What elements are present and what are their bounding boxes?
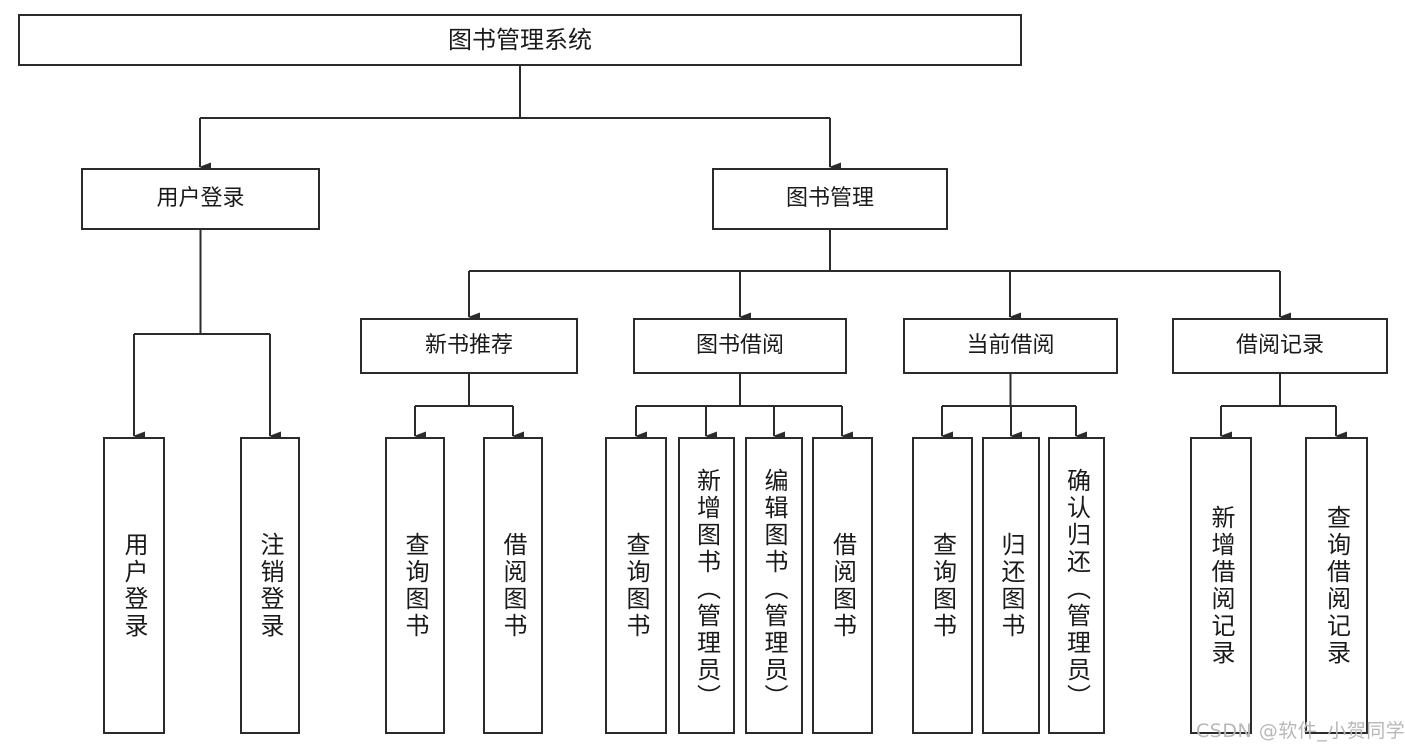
node-book-manage-label: 图书管理 xyxy=(785,185,874,211)
node-leaf-query-book-2[interactable]: 查询图书 xyxy=(605,437,667,734)
node-leaf-borrow-book-2-label: 借阅图书 xyxy=(828,531,857,640)
node-leaf-confirm-return[interactable]: 确认归还（管理员） xyxy=(1048,437,1105,734)
node-root-label: 图书管理系统 xyxy=(448,25,592,54)
node-leaf-confirm-return-label: 确认归还（管理员） xyxy=(1062,468,1091,711)
node-current-borrow-label: 当前借阅 xyxy=(966,332,1055,358)
node-leaf-return-book-label: 归还图书 xyxy=(997,531,1025,640)
node-new-book-rec[interactable]: 新书推荐 xyxy=(360,318,578,374)
node-leaf-add-book[interactable]: 新增图书（管理员） xyxy=(678,437,735,734)
node-user-login-label: 用户登录 xyxy=(156,185,245,211)
node-current-borrow[interactable]: 当前借阅 xyxy=(903,318,1118,374)
node-leaf-edit-book-label: 编辑图书（管理员） xyxy=(760,468,788,711)
node-book-manage[interactable]: 图书管理 xyxy=(712,168,948,230)
node-book-borrow-label: 图书借阅 xyxy=(695,332,784,358)
node-leaf-logout-label: 注销登录 xyxy=(256,531,284,640)
node-leaf-query-book-3-label: 查询图书 xyxy=(928,531,957,640)
node-leaf-query-book-3[interactable]: 查询图书 xyxy=(912,437,973,734)
csdn-watermark: CSDN @软件_小贺同学 xyxy=(1196,720,1405,742)
node-leaf-add-record-label: 新增借阅记录 xyxy=(1207,504,1235,667)
node-leaf-edit-book[interactable]: 编辑图书（管理员） xyxy=(745,437,803,734)
node-user-login[interactable]: 用户登录 xyxy=(81,168,320,230)
node-leaf-query-record[interactable]: 查询借阅记录 xyxy=(1305,437,1368,734)
node-leaf-logout[interactable]: 注销登录 xyxy=(240,437,300,734)
node-borrow-record[interactable]: 借阅记录 xyxy=(1172,318,1388,374)
node-leaf-return-book[interactable]: 归还图书 xyxy=(982,437,1040,734)
node-leaf-query-book-1[interactable]: 查询图书 xyxy=(385,437,445,734)
node-leaf-borrow-book-1-label: 借阅图书 xyxy=(499,531,527,640)
node-leaf-user-login[interactable]: 用户登录 xyxy=(103,437,165,734)
node-leaf-add-book-label: 新增图书（管理员） xyxy=(692,468,721,711)
node-leaf-query-book-1-label: 查询图书 xyxy=(401,531,429,640)
node-book-borrow[interactable]: 图书借阅 xyxy=(633,318,847,374)
node-leaf-borrow-book-1[interactable]: 借阅图书 xyxy=(483,437,543,734)
node-new-book-rec-label: 新书推荐 xyxy=(424,332,513,358)
node-leaf-user-login-label: 用户登录 xyxy=(120,531,148,640)
node-root[interactable]: 图书管理系统 xyxy=(18,14,1022,66)
node-leaf-query-book-2-label: 查询图书 xyxy=(622,531,650,640)
node-leaf-add-record[interactable]: 新增借阅记录 xyxy=(1190,437,1252,734)
node-borrow-record-label: 借阅记录 xyxy=(1235,332,1324,358)
node-leaf-borrow-book-2[interactable]: 借阅图书 xyxy=(812,437,873,734)
node-leaf-query-record-label: 查询借阅记录 xyxy=(1322,504,1351,667)
